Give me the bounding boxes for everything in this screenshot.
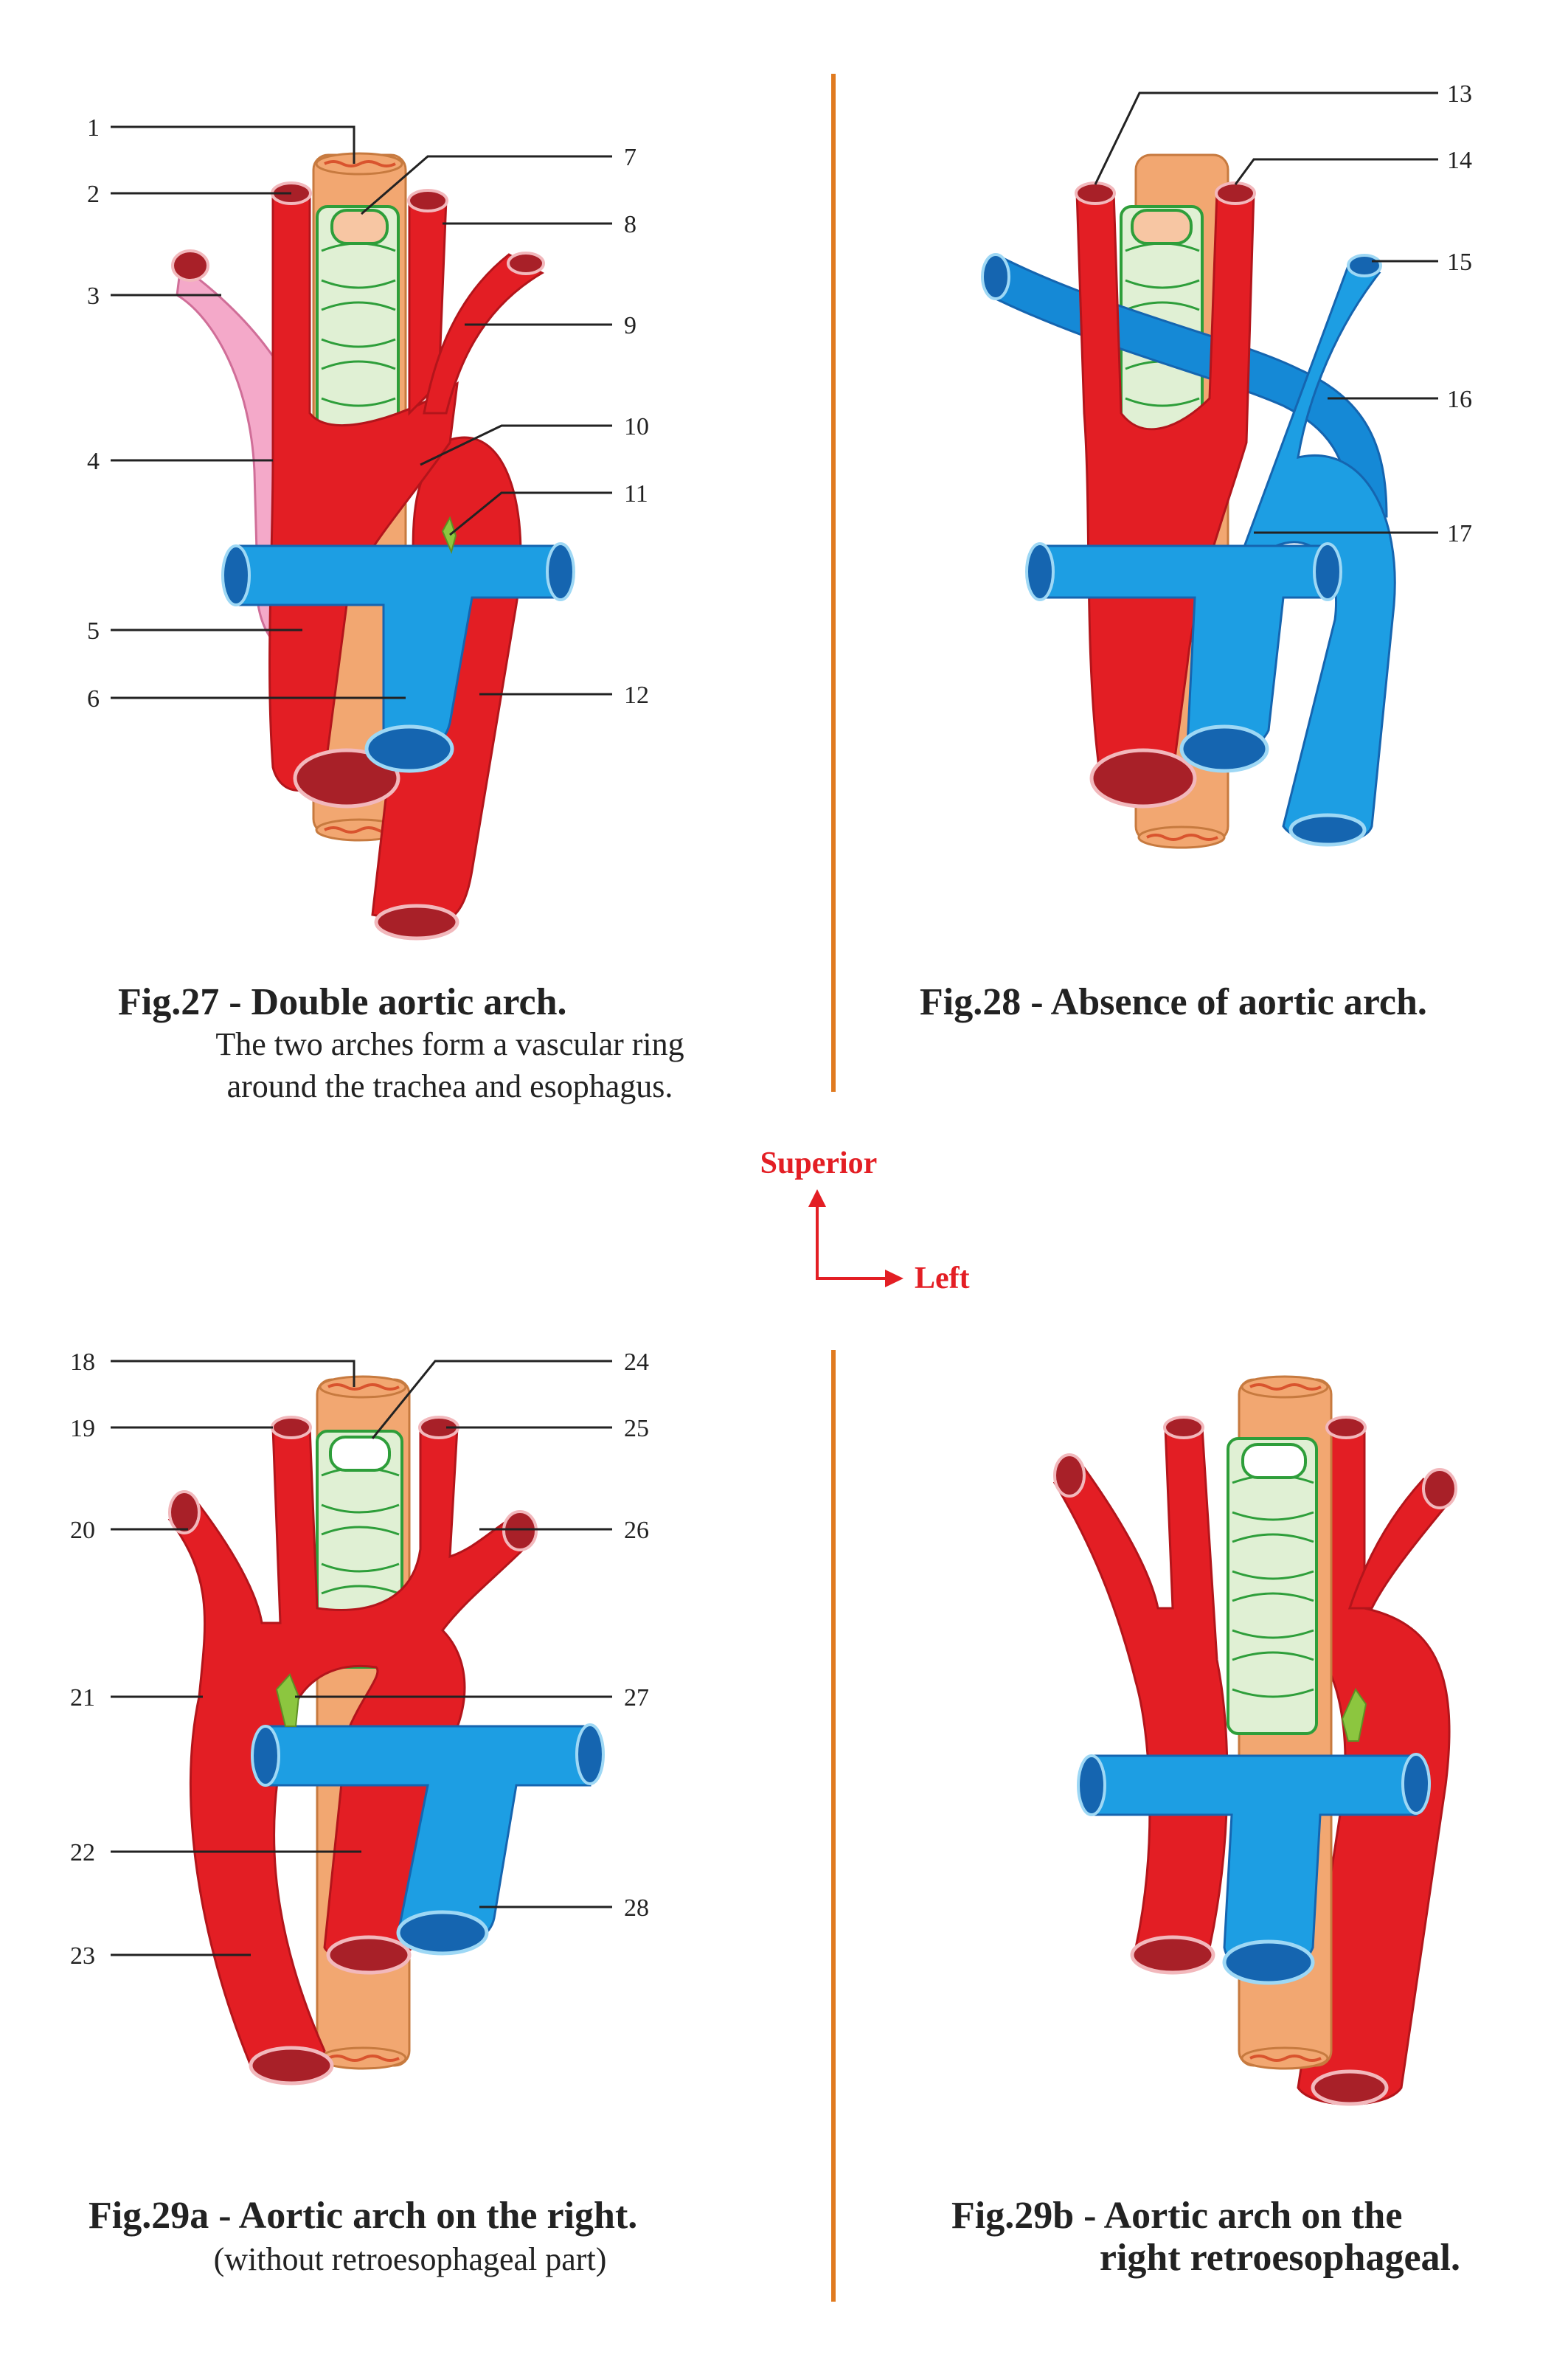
fig28-labels: 13 14 15 16 17 [1447, 80, 1472, 547]
fig28-caption: Fig.28 - Absence of aortic arch. [920, 981, 1427, 1023]
label-18: 18 [70, 1349, 95, 1376]
fig29b-caption-line2: right retroesophageal. [1100, 2237, 1460, 2279]
label-12: 12 [624, 682, 649, 709]
orientation-indicator: Superior Left [760, 1146, 970, 1295]
label-8: 8 [624, 211, 636, 238]
fig27-subtitle-line2: around the trachea and esophagus. [227, 1068, 673, 1104]
label-24: 24 [624, 1349, 649, 1376]
label-3: 3 [87, 283, 100, 310]
label-20: 20 [70, 1517, 95, 1544]
ligamentum-arteriosum [1341, 1687, 1367, 1742]
fig27-caption: Fig.27 - Double aortic arch. [118, 981, 567, 1023]
fig29a-subtitle: (without retroesophageal part) [214, 2241, 607, 2277]
trachea [1227, 1437, 1318, 1735]
label-19: 19 [70, 1415, 95, 1442]
fig27-leaders [111, 125, 612, 699]
label-17: 17 [1447, 520, 1472, 547]
label-11: 11 [624, 480, 648, 508]
ligamentum-arteriosum [441, 516, 457, 555]
figure-29b [1052, 1375, 1457, 2106]
label-10: 10 [624, 413, 649, 440]
figure-27 [171, 152, 575, 941]
label-9: 9 [624, 312, 636, 339]
ligamentum-arteriosum [275, 1673, 300, 1727]
right-aortic-arch [1052, 1426, 1229, 1971]
label-5: 5 [87, 617, 100, 645]
label-13: 13 [1447, 80, 1472, 108]
label-16: 16 [1447, 386, 1472, 413]
label-22: 22 [70, 1839, 95, 1866]
label-23: 23 [70, 1942, 95, 1970]
label-14: 14 [1447, 147, 1472, 174]
fig28-leaders [1094, 91, 1438, 534]
label-15: 15 [1447, 249, 1472, 276]
label-25: 25 [624, 1415, 649, 1442]
superior-label: Superior [760, 1146, 878, 1180]
fig29a-labels: 18 19 20 21 22 23 24 25 26 27 28 [70, 1349, 649, 1970]
left-subclavian [423, 253, 545, 415]
left-label: Left [915, 1261, 970, 1295]
fig29a-leaders [111, 1360, 612, 1956]
label-6: 6 [87, 685, 100, 713]
fig27-labels: 1 2 3 4 5 6 7 8 9 10 11 12 [87, 114, 649, 713]
label-26: 26 [624, 1517, 649, 1544]
label-7: 7 [624, 144, 636, 171]
label-1: 1 [87, 114, 100, 142]
left-common-carotid [1347, 1478, 1455, 1610]
label-27: 27 [624, 1684, 649, 1711]
label-2: 2 [87, 181, 100, 208]
label-28: 28 [624, 1894, 649, 1922]
fig29a-caption: Fig.29a - Aortic arch on the right. [89, 2195, 637, 2237]
label-21: 21 [70, 1684, 95, 1711]
figure-28 [981, 153, 1396, 849]
figure-29a [167, 1375, 605, 2086]
fig27-subtitle-line1: The two arches form a vascular ring [215, 1026, 684, 1062]
fig29b-caption-line1: Fig.29b - Aortic arch on the [951, 2195, 1402, 2237]
label-4: 4 [87, 448, 100, 475]
